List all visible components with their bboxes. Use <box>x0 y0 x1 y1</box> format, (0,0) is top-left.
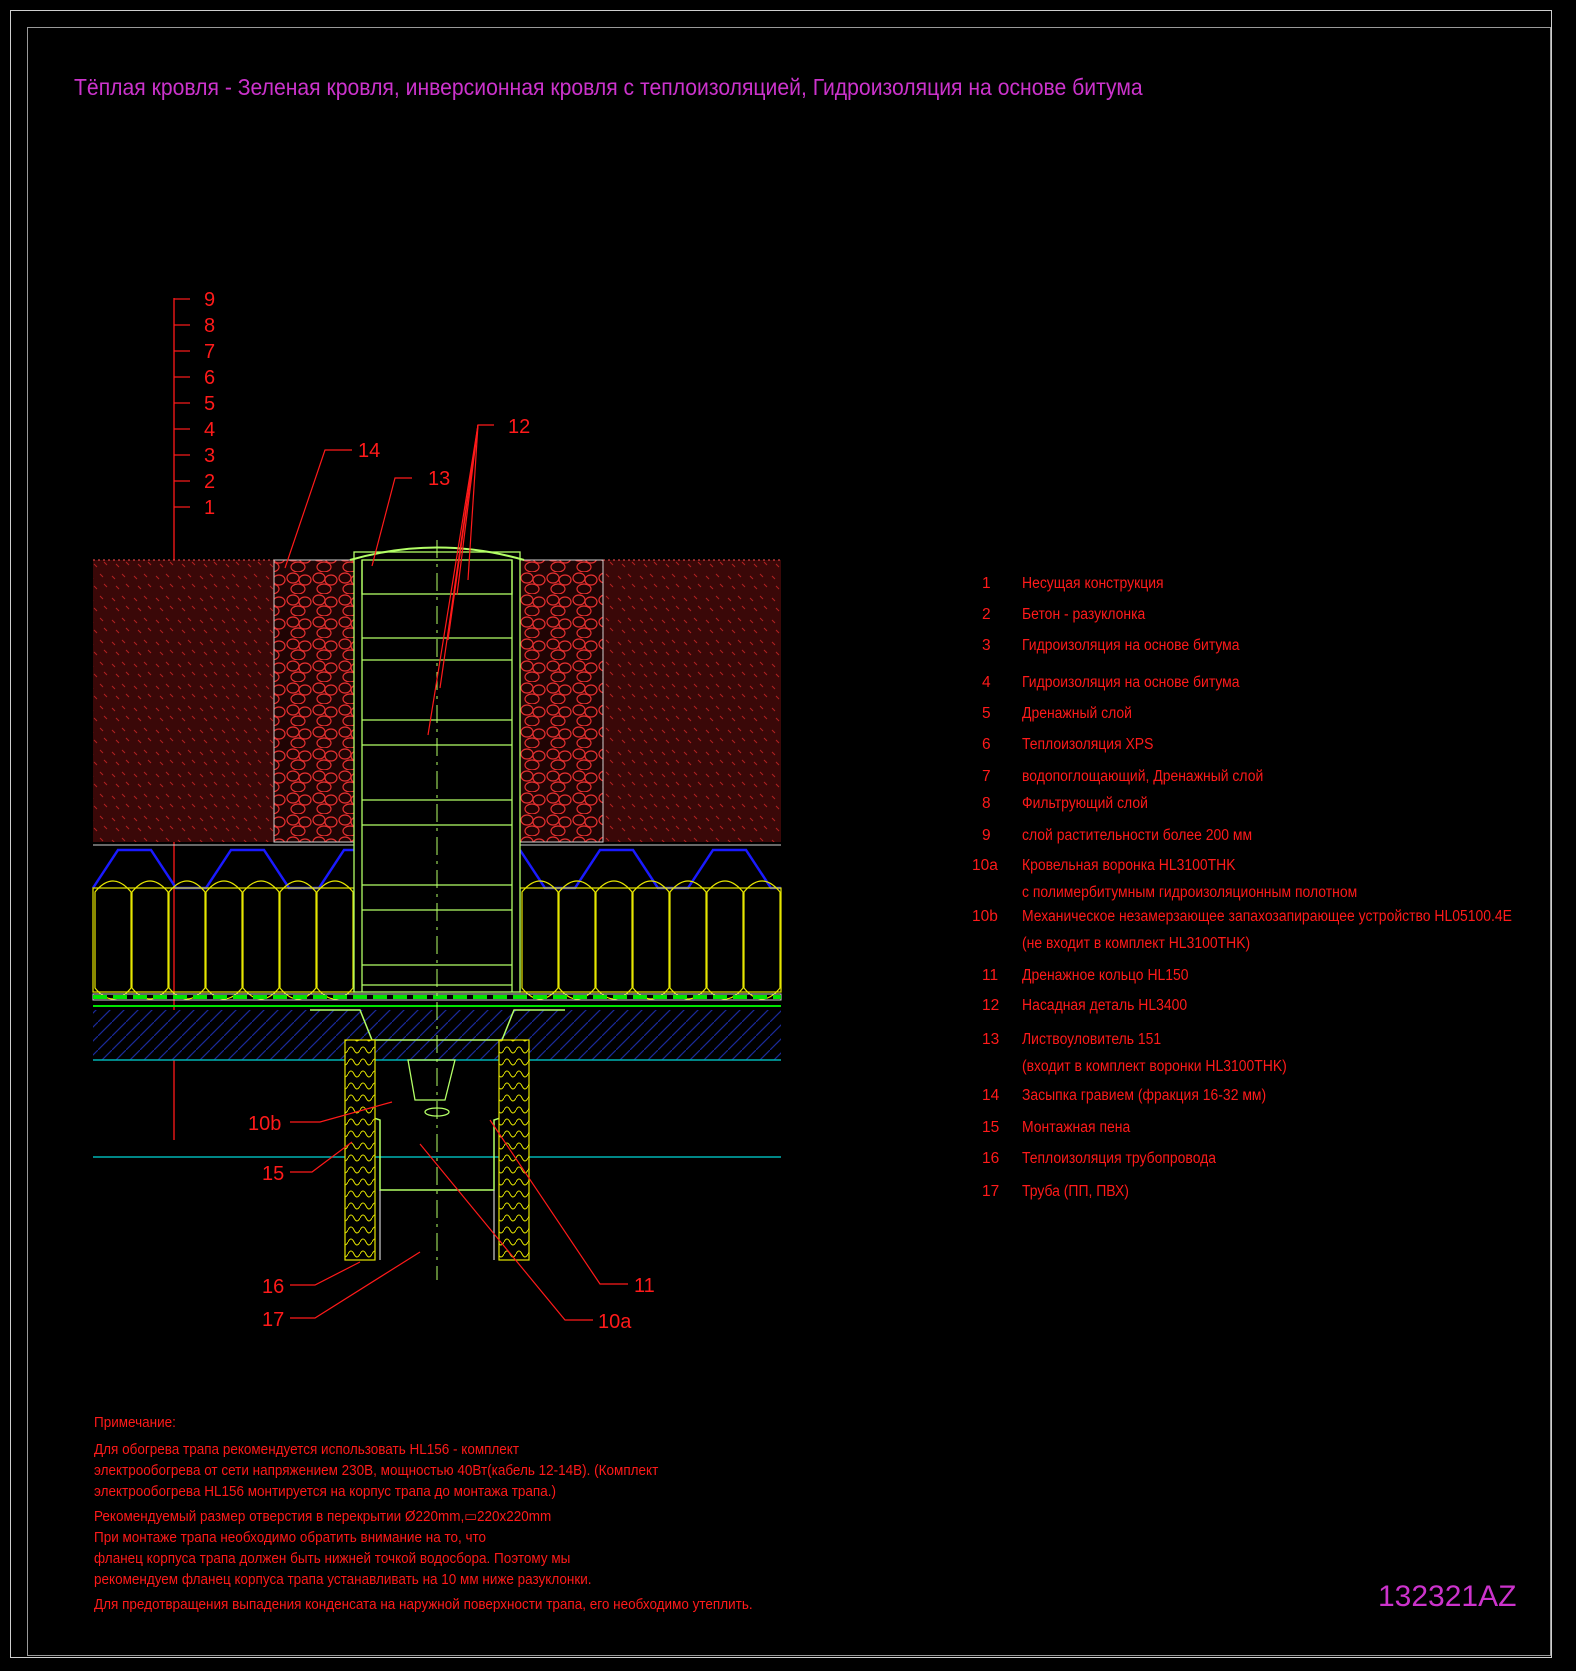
legend-number: 15 <box>982 1119 1000 1136</box>
insulation-cell <box>205 880 243 1000</box>
legend-text: Несущая конструкция <box>1022 575 1164 592</box>
note-line: рекомендуем фланец корпуса трапа устанав… <box>94 1571 592 1588</box>
legend-number: 13 <box>982 1031 1000 1048</box>
note-line: Рекомендуемый размер отверстия в перекры… <box>94 1508 552 1525</box>
legend-number: 16 <box>982 1150 1000 1167</box>
drawing-frame-inner <box>27 27 1551 1656</box>
notes-heading: Примечание: <box>94 1414 176 1431</box>
scale-label: 2 <box>204 471 215 493</box>
insulation-cell <box>279 880 317 1000</box>
legend-text: Гидроизоляция на основе битума <box>1022 674 1240 691</box>
pipe-insulation <box>344 1039 530 1261</box>
legend-text: Листвоуловитель 151 <box>1022 1031 1162 1048</box>
callout-13: 13 <box>428 468 450 490</box>
callout-10b: 10b <box>248 1113 281 1135</box>
note-line: фланец корпуса трапа должен быть нижней … <box>94 1550 571 1567</box>
callout-16: 16 <box>262 1276 284 1298</box>
callout-12: 12 <box>508 416 530 438</box>
legend-text-continued: (входит в комплект воронки HL3100THK) <box>1022 1058 1287 1075</box>
insulation-cell <box>706 880 744 1000</box>
scale-label: 5 <box>204 393 215 415</box>
note-line: При монтаже трапа необходимо обратить вн… <box>94 1529 487 1546</box>
legend-text: Кровельная воронка HL3100THK <box>1022 857 1236 874</box>
legend-number: 11 <box>982 967 999 984</box>
leader-lines <box>284 424 628 1321</box>
insulation-cell <box>131 880 169 1000</box>
notes-block: Примечание: Для обогрева трапа рекоменду… <box>94 1412 753 1615</box>
insulation-cell <box>743 880 781 1000</box>
legend-number: 10b <box>972 908 998 925</box>
callout-17: 17 <box>262 1309 284 1331</box>
callout-11: 11 <box>634 1275 655 1297</box>
legend-text: Засыпка гравием (фракция 16-32 мм) <box>1022 1087 1267 1104</box>
insulation-cell <box>521 880 559 1000</box>
legend-text: Труба (ПП, ПВХ) <box>1022 1183 1129 1200</box>
legend-text: Бетон - разуклонка <box>1022 606 1146 623</box>
note-line: электрообогрева от сети напряжением 230В… <box>94 1462 659 1479</box>
callout-14: 14 <box>358 440 380 462</box>
insulation-cell <box>595 880 633 1000</box>
legend-text: Дренажное кольцо HL150 <box>1022 967 1189 984</box>
legend-text: Теплоизоляция трубопровода <box>1022 1150 1217 1167</box>
vegetation-layer <box>93 559 781 842</box>
scale-label: 4 <box>204 419 215 441</box>
legend-text: Фильтрующий слой <box>1022 795 1148 812</box>
scale-label: 1 <box>204 497 215 519</box>
legend-number: 8 <box>982 795 991 812</box>
callout-15: 15 <box>262 1163 284 1185</box>
legend-text-continued: (не входит в комплект HL3100THK) <box>1022 935 1251 952</box>
drawing-title: Тёплая кровля - Зеленая кровля, инверсио… <box>74 74 1143 100</box>
drawing-frame-outer <box>10 10 1552 1658</box>
legend-text: Гидроизоляция на основе битума <box>1022 637 1240 654</box>
legend-number: 7 <box>982 768 991 785</box>
legend-number: 6 <box>982 736 991 753</box>
legend-text: Дренажный слой <box>1022 705 1132 722</box>
insulation-cell <box>242 880 280 1000</box>
note-line: Для обогрева трапа рекомендуется использ… <box>94 1441 520 1458</box>
insulation-cell <box>669 880 707 1000</box>
scale-label: 3 <box>204 445 215 467</box>
legend-number: 10a <box>972 857 998 874</box>
legend-text: слой растительности более 200 мм <box>1022 827 1253 844</box>
legend-number: 4 <box>982 674 991 691</box>
note-line: Для предотвращения выпадения конденсата … <box>94 1596 753 1613</box>
callout-labels: 14 13 12 10b 15 16 17 11 10a <box>248 416 655 1333</box>
scale-label: 7 <box>204 341 215 363</box>
insulation-cell <box>316 880 354 1000</box>
scale-label: 9 <box>204 289 215 311</box>
scale-label: 8 <box>204 315 215 337</box>
legend-text-continued: с полимербитумным гидроизоляционным поло… <box>1022 884 1358 901</box>
insulation-cell <box>94 880 132 1000</box>
legend-number: 9 <box>982 827 991 844</box>
legend-text: водопоглощающий, Дренажный слой <box>1022 768 1264 785</box>
legend-text: Теплоизоляция XPS <box>1022 736 1154 753</box>
legend-number: 17 <box>982 1183 1000 1200</box>
drawing-code: 132321AZ <box>1378 1580 1517 1613</box>
legend-text: Насадная деталь HL3400 <box>1022 997 1188 1014</box>
insulation-cell <box>632 880 670 1000</box>
roof-drain <box>310 540 565 1280</box>
legend-text: Монтажная пена <box>1022 1119 1131 1136</box>
note-line: электрообогрева HL156 монтируется на кор… <box>94 1483 557 1500</box>
legend-number: 5 <box>982 705 991 722</box>
legend-number: 14 <box>982 1087 1000 1104</box>
legend-number: 3 <box>982 637 991 654</box>
legend-text: Механическое незамерзающее запахозапираю… <box>1022 908 1512 925</box>
gravel-fill <box>273 559 604 843</box>
scale-label: 6 <box>204 367 215 389</box>
callout-10a: 10a <box>598 1311 632 1333</box>
legend-number: 1 <box>982 575 991 592</box>
legend-number: 2 <box>982 606 991 623</box>
legend-number: 12 <box>982 997 1000 1014</box>
insulation-cell <box>558 880 596 1000</box>
